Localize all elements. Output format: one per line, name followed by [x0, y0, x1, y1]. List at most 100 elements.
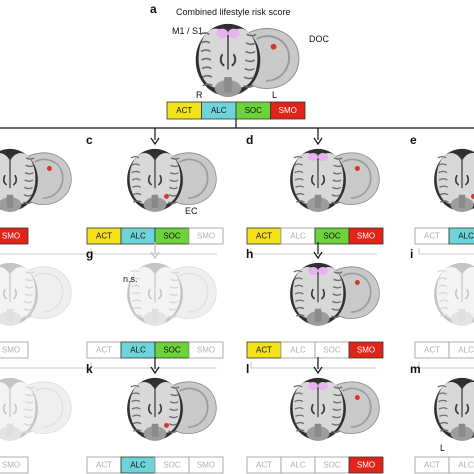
gyrus-line [295, 429, 305, 432]
gyrus-line [131, 284, 141, 288]
factor-label-soc: SOC [163, 461, 181, 470]
gyrus-line [130, 277, 140, 280]
factor-label-alc: ALC [458, 346, 474, 355]
brainstem-shape [6, 308, 14, 322]
gyrus-line [294, 407, 304, 410]
gyrus-line [130, 155, 140, 159]
cerebellum-shape [143, 311, 167, 326]
factor-box-smo [348, 227, 384, 245]
factor-label-alc: ALC [130, 461, 146, 470]
brain-slice-image [0, 148, 72, 212]
gyrus-line [130, 384, 140, 388]
gyrus-line [24, 401, 34, 404]
roi-ec-blob [471, 193, 474, 199]
gyrus-line [294, 170, 304, 174]
gyrus-line [333, 157, 343, 160]
factor-label-act: ACT [96, 461, 112, 470]
ventricle-shape [147, 403, 163, 415]
gyrus-line [23, 201, 33, 205]
factor-label-alc: ALC [290, 346, 306, 355]
panel-label-i: i [410, 247, 413, 261]
gyrus-line [438, 178, 448, 181]
panel-text-label: L [440, 443, 445, 453]
gyrus-line [332, 300, 341, 304]
brainstem-shape [151, 194, 159, 208]
brainstem-shape [151, 423, 159, 437]
brain-slice-image [127, 148, 217, 212]
gyrus-line [245, 50, 256, 54]
dynamic-layer: ACTALCSOCSMOSOCSMOcECACTALCSOCSMOdACTALC… [0, 23, 474, 474]
factor-box-alc [448, 341, 474, 359]
right-hemisphere-shape [5, 266, 36, 318]
factor-label-act: ACT [256, 346, 272, 355]
brain-slice-image [290, 148, 380, 212]
gyrus-line [293, 384, 303, 388]
left-hemisphere-shape [198, 28, 233, 88]
gyrus-line [293, 155, 303, 159]
gyrus-line [243, 76, 255, 80]
gyrus-line [132, 306, 142, 310]
ventricle-shape [2, 174, 18, 186]
gyrus-line [295, 192, 305, 196]
gyrus-line [439, 192, 449, 196]
left-hemisphere-shape [129, 381, 160, 433]
factor-label-smo: SMO [2, 461, 20, 470]
gyrus-line [333, 271, 343, 274]
brainstem-shape [151, 308, 159, 322]
gyrus-line [23, 194, 33, 197]
gyrus-line [24, 186, 33, 190]
gyrus-line [295, 200, 305, 203]
gyrus-line [199, 32, 210, 36]
factor-label-soc: SOC [323, 232, 341, 241]
gyrus-line [170, 157, 180, 160]
factor-label-smo: SMO [357, 461, 375, 470]
gyrus-line [132, 192, 142, 196]
gyrus-line [244, 59, 256, 63]
gyrus-line [333, 164, 343, 168]
gyrus-line [438, 407, 448, 410]
gyrus-line [438, 399, 448, 403]
panel-label-d: d [246, 133, 253, 147]
gyrus-line [24, 293, 34, 296]
gyrus-line [294, 399, 304, 403]
gyrus-line [331, 423, 341, 426]
left-hemisphere-shape [436, 266, 467, 318]
gyrus-line [295, 314, 305, 317]
left-hemisphere-shape [129, 266, 160, 318]
gyrus-line [25, 157, 35, 160]
gyrus-line [331, 201, 341, 205]
gyrus-line [25, 386, 35, 389]
gyrus-line [438, 170, 448, 174]
factor-label-soc: SOC [323, 461, 341, 470]
arrow-head [150, 251, 160, 260]
brain-slice-image [434, 148, 474, 212]
gyrus-line [23, 315, 33, 319]
gyrus-line [24, 300, 33, 304]
gyrus-line [25, 271, 35, 274]
panel-label-m: m [410, 362, 421, 376]
gyrus-line [333, 393, 343, 397]
gyrus-line [170, 271, 180, 274]
right-hemisphere-shape [457, 266, 474, 318]
factor-label-act: ACT [96, 346, 112, 355]
factor-box-smo [270, 101, 306, 120]
orientation-left-label: L [272, 90, 277, 100]
arrow-head [150, 366, 160, 375]
gyrus-line [439, 414, 449, 417]
gyrus-line [169, 408, 179, 411]
roi-m1-s1-right [318, 381, 328, 391]
gyrus-line [439, 299, 449, 302]
faint-connector [0, 253, 90, 255]
gyrus-line [169, 179, 179, 182]
faint-connector [0, 367, 90, 369]
arrow-head [313, 366, 323, 375]
brainstem-shape [224, 77, 232, 93]
gyrus-line [332, 286, 342, 289]
gyrus-line [168, 430, 178, 434]
gyrus-line [25, 164, 35, 168]
factor-label-smo: SMO [357, 346, 375, 355]
